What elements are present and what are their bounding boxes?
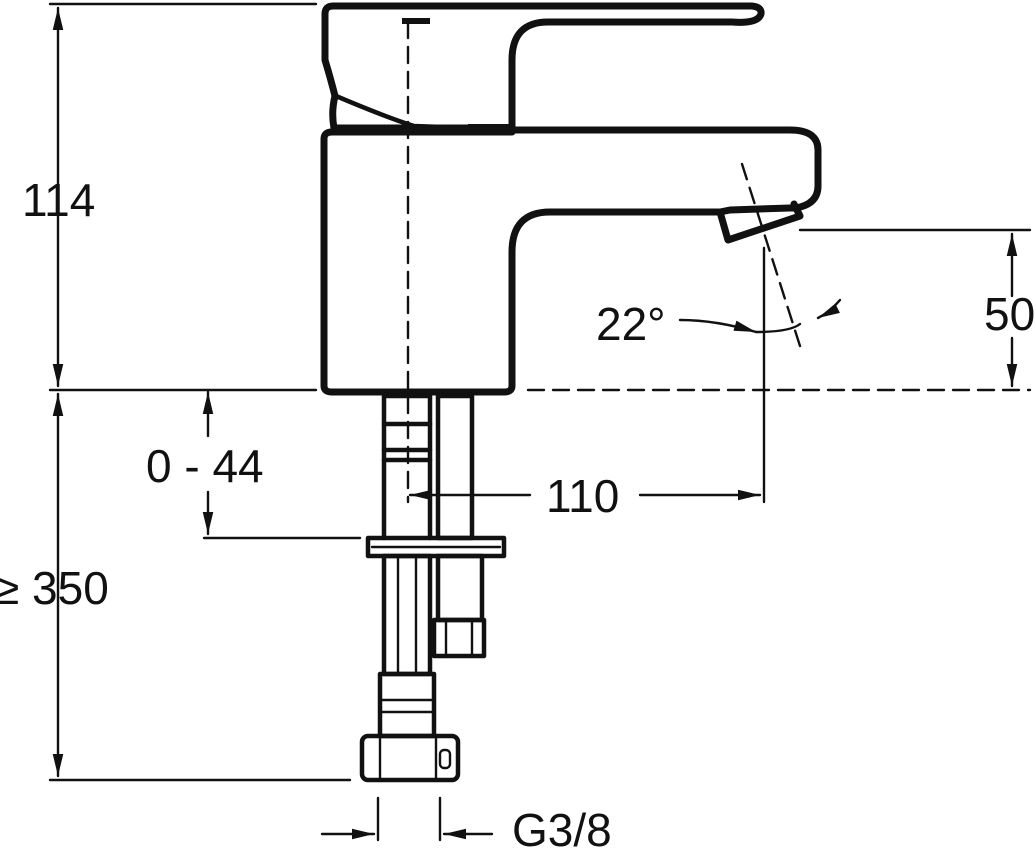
dim-spout-reach: 110 (408, 246, 766, 522)
stud-nut (431, 617, 487, 659)
label-outlet-height: 50 (984, 288, 1035, 340)
label-connection-thread: G3/8 (512, 804, 612, 848)
label-spout-reach: 110 (546, 470, 619, 522)
label-deck-thickness: 0 - 44 (146, 440, 264, 492)
dim-hose-length: ≥ 350 (0, 392, 352, 782)
flexible-hose (381, 553, 433, 677)
hex-nut-slot (438, 748, 452, 770)
hex-nut (359, 733, 461, 783)
label-total-height: 114 (22, 174, 95, 226)
body-and-spout (320, 126, 822, 396)
mounting-assembly (359, 393, 507, 783)
stud (435, 393, 475, 541)
handle-base (333, 93, 473, 131)
threaded-stem (381, 393, 433, 463)
label-hose-length: ≥ 350 (0, 562, 109, 614)
dim-connection-thread: G3/8 (320, 796, 612, 848)
body-center-mark (402, 18, 430, 24)
dim-spout-angle: 22° (596, 162, 842, 350)
aerator (716, 200, 804, 244)
label-spout-angle: 22° (596, 298, 666, 350)
stud-sleeve (435, 553, 485, 623)
faucet-outline (320, 2, 822, 396)
hose-connector (377, 671, 437, 739)
lever-handle (321, 2, 765, 132)
dim-deck-thickness: 0 - 44 (146, 390, 362, 540)
dim-total-height: 114 (22, 2, 318, 388)
angle-axis-line (740, 162, 802, 348)
dim-outlet-height: 50 (798, 228, 1035, 388)
